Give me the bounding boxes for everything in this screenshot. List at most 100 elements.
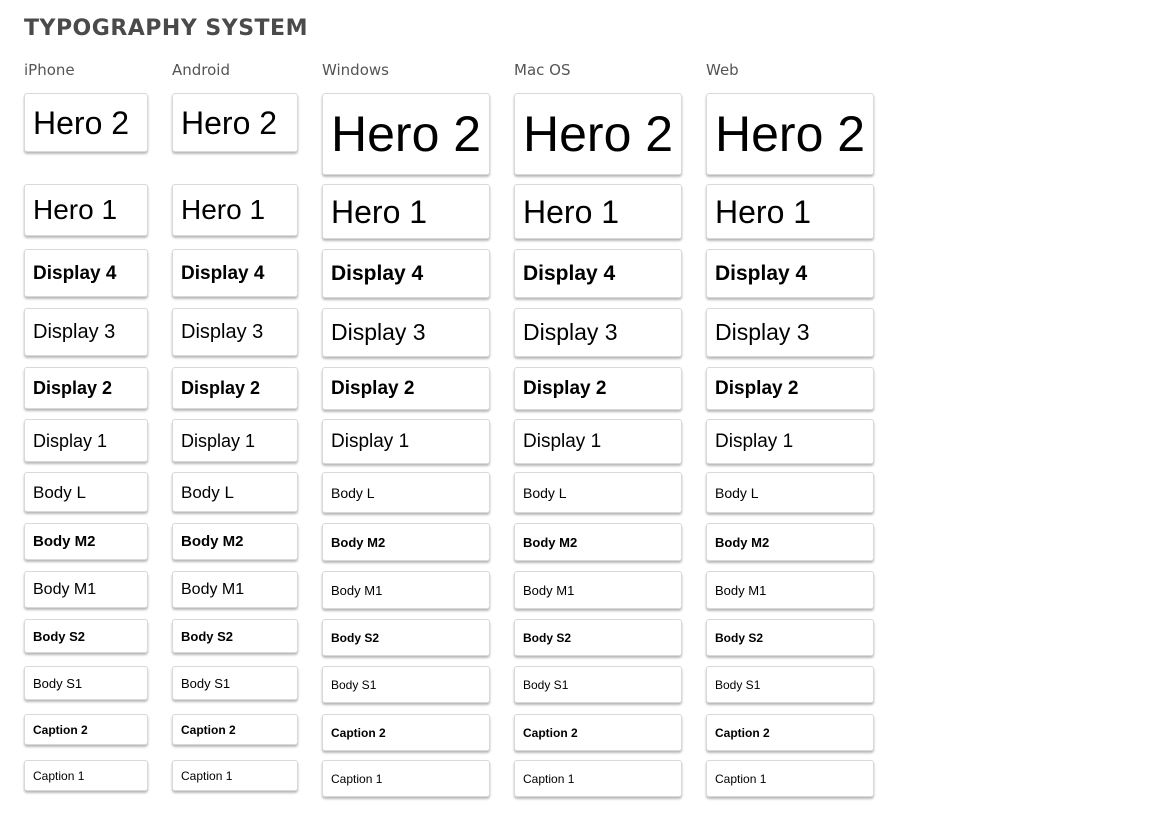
type-sample-text: Display 2 [181,378,261,398]
type-sample-card-mac-os-body-s1: Body S1 [514,666,682,703]
type-sample-text: Body M1 [523,582,575,598]
type-sample-text: Body M2 [715,534,770,550]
type-sample-text: Body S2 [715,630,764,645]
type-sample-card-web-body-l: Body L [706,472,874,513]
column-header-android: Android [172,61,230,79]
type-sample-card-web-display-1: Display 1 [706,419,874,464]
type-sample-text: Hero 2 [715,106,866,162]
type-sample-text: Body M2 [33,533,96,550]
type-sample-text: Caption 2 [331,725,386,740]
type-sample-text: Hero 2 [181,104,278,141]
type-sample-text: Display 3 [715,319,810,345]
type-sample-text: Display 4 [523,262,616,285]
type-sample-text: Body S2 [331,630,380,645]
type-sample-text: Body M1 [33,580,97,598]
type-sample-card-mac-os-caption-1: Caption 1 [514,760,682,797]
type-sample-text: Display 3 [523,319,618,345]
type-sample-card-mac-os-hero-2: Hero 2 [514,93,682,175]
type-sample-card-mac-os-body-m2: Body M2 [514,523,682,561]
type-sample-text: Body S1 [181,675,231,691]
type-sample-text: Hero 1 [181,194,266,225]
type-sample-card-android-display-2: Display 2 [172,367,298,409]
type-sample-card-mac-os-body-l: Body L [514,472,682,513]
column-header-web: Web [706,61,739,79]
type-sample-card-windows-hero-1: Hero 1 [322,184,490,239]
type-sample-card-windows-hero-2: Hero 2 [322,93,490,175]
type-sample-text: Body M1 [331,582,383,598]
type-sample-card-web-display-3: Display 3 [706,308,874,357]
type-sample-card-mac-os-display-4: Display 4 [514,249,682,298]
type-sample-card-windows-body-m2: Body M2 [322,523,490,561]
column-header-mac-os: Mac OS [514,61,571,79]
type-sample-text: Caption 2 [715,725,770,740]
type-sample-text: Body S1 [715,677,761,692]
type-sample-text: Display 1 [523,431,602,452]
type-sample-text: Hero 2 [331,106,482,162]
type-sample-card-web-body-s1: Body S1 [706,666,874,703]
type-sample-card-mac-os-caption-2: Caption 2 [514,714,682,751]
type-sample-text: Body S2 [523,630,572,645]
type-sample-card-iphone-body-m2: Body M2 [24,523,148,560]
type-sample-text: Caption 2 [523,725,578,740]
type-sample-text: Caption 2 [33,722,88,737]
column-header-windows: Windows [322,61,389,79]
type-sample-card-iphone-hero-1: Hero 1 [24,184,148,236]
type-sample-text: Display 1 [331,431,410,452]
type-sample-text: Display 1 [181,430,256,451]
type-sample-card-iphone-display-2: Display 2 [24,367,148,409]
type-sample-text: Caption 1 [331,771,383,786]
type-sample-text: Display 3 [181,321,264,343]
type-sample-card-mac-os-body-m1: Body M1 [514,571,682,609]
type-sample-text: Body M2 [523,534,578,550]
type-sample-text: Display 4 [33,262,117,284]
type-sample-text: Body L [181,482,234,502]
type-sample-card-iphone-body-l: Body L [24,472,148,512]
column-header-iphone: iPhone [24,61,75,79]
type-sample-text: Body M1 [715,582,767,598]
type-sample-card-iphone-body-s1: Body S1 [24,666,148,700]
type-sample-card-windows-caption-2: Caption 2 [322,714,490,751]
type-sample-card-iphone-display-1: Display 1 [24,419,148,462]
type-sample-text: Body M2 [181,533,244,550]
type-sample-text: Display 3 [33,321,116,343]
type-sample-card-iphone-body-m1: Body M1 [24,571,148,608]
type-sample-text: Body L [523,484,567,501]
type-sample-text: Display 2 [715,378,799,399]
type-sample-text: Display 4 [181,262,265,284]
type-sample-card-iphone-display-3: Display 3 [24,308,148,356]
type-sample-text: Display 3 [331,319,426,345]
type-sample-text: Body M1 [181,580,245,598]
type-sample-card-mac-os-hero-1: Hero 1 [514,184,682,239]
type-sample-text: Body S1 [33,675,83,691]
type-sample-card-iphone-display-4: Display 4 [24,249,148,297]
type-sample-text: Caption 1 [715,771,767,786]
type-sample-card-android-body-m1: Body M1 [172,571,298,608]
type-sample-card-web-display-4: Display 4 [706,249,874,298]
type-sample-card-windows-display-3: Display 3 [322,308,490,357]
page-title: TYPOGRAPHY SYSTEM [24,16,308,41]
type-sample-text: Display 4 [715,262,808,285]
type-sample-text: Display 2 [331,378,415,399]
type-sample-text: Hero 1 [715,193,812,230]
type-sample-card-android-hero-2: Hero 2 [172,93,298,152]
type-sample-text: Display 4 [331,262,424,285]
type-sample-text: Hero 2 [33,104,130,141]
type-sample-text: Body M2 [331,534,386,550]
type-sample-card-web-caption-2: Caption 2 [706,714,874,751]
type-sample-card-windows-body-m1: Body M1 [322,571,490,609]
type-sample-card-android-body-s1: Body S1 [172,666,298,700]
type-sample-text: Body L [331,484,375,501]
type-sample-card-web-body-m1: Body M1 [706,571,874,609]
type-sample-card-android-body-l: Body L [172,472,298,512]
type-sample-card-windows-display-4: Display 4 [322,249,490,298]
type-sample-text: Display 1 [33,430,108,451]
type-sample-card-windows-display-2: Display 2 [322,367,490,410]
type-sample-card-windows-body-s1: Body S1 [322,666,490,703]
type-sample-text: Body S2 [33,628,86,644]
type-sample-card-mac-os-display-1: Display 1 [514,419,682,464]
type-sample-text: Display 2 [33,378,113,398]
type-sample-card-windows-body-l: Body L [322,472,490,513]
type-sample-card-android-body-s2: Body S2 [172,619,298,653]
type-sample-card-android-display-4: Display 4 [172,249,298,297]
type-sample-card-web-hero-1: Hero 1 [706,184,874,239]
